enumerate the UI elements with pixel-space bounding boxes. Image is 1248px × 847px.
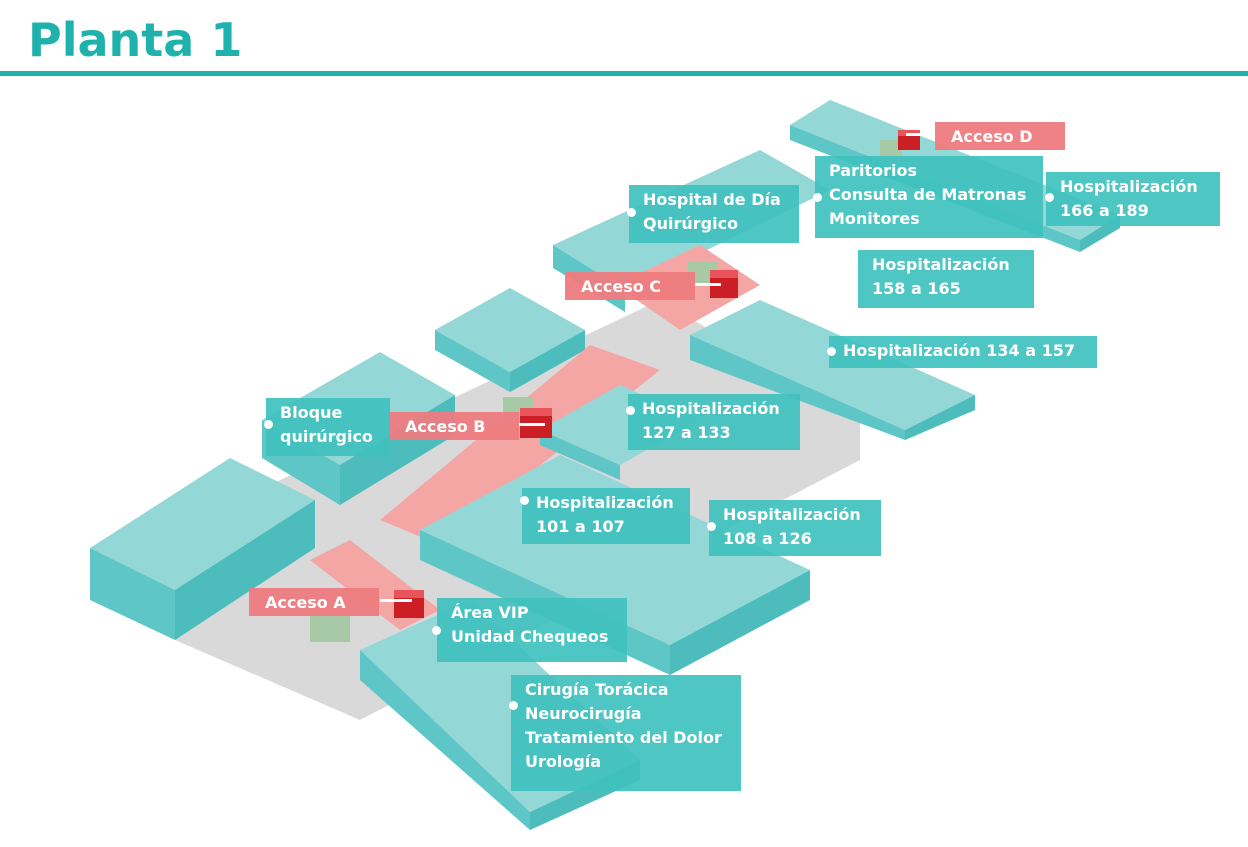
label-hosp-134: Hospitalización 134 a 157 xyxy=(829,336,1097,368)
title-divider xyxy=(0,71,1248,76)
label-dot-hosp-134 xyxy=(827,347,836,356)
access-label-c: Acceso C xyxy=(565,272,695,300)
access-leader-b xyxy=(519,423,545,426)
access-label-a: Acceso A xyxy=(249,588,379,616)
access-label-d: Acceso D xyxy=(935,122,1065,150)
access-leader-c xyxy=(695,283,721,286)
label-dot-cirugia xyxy=(509,701,518,710)
label-dot-hosp-101 xyxy=(520,496,529,505)
access-leader-d xyxy=(906,133,935,136)
label-dot-hosp-127 xyxy=(626,406,635,415)
access-path-b xyxy=(380,345,660,545)
access-marker-a xyxy=(394,590,424,618)
label-dot-hosp-158 xyxy=(856,239,865,248)
building-block-north-small xyxy=(435,288,585,392)
label-dot-hosp-108 xyxy=(707,522,716,531)
label-dot-hospital-dia xyxy=(627,208,636,217)
label-dot-hosp-166 xyxy=(1045,193,1054,202)
label-dot-area-vip xyxy=(432,626,441,635)
access-leader-a xyxy=(380,599,412,602)
building-block-sw xyxy=(90,458,315,640)
stairs-a xyxy=(310,612,350,642)
access-label-b: Acceso B xyxy=(389,412,519,440)
stairs-d xyxy=(880,140,902,156)
label-dot-paritorios xyxy=(813,193,822,202)
page-title: Planta 1 xyxy=(28,13,243,67)
label-dot-bloque xyxy=(264,420,273,429)
